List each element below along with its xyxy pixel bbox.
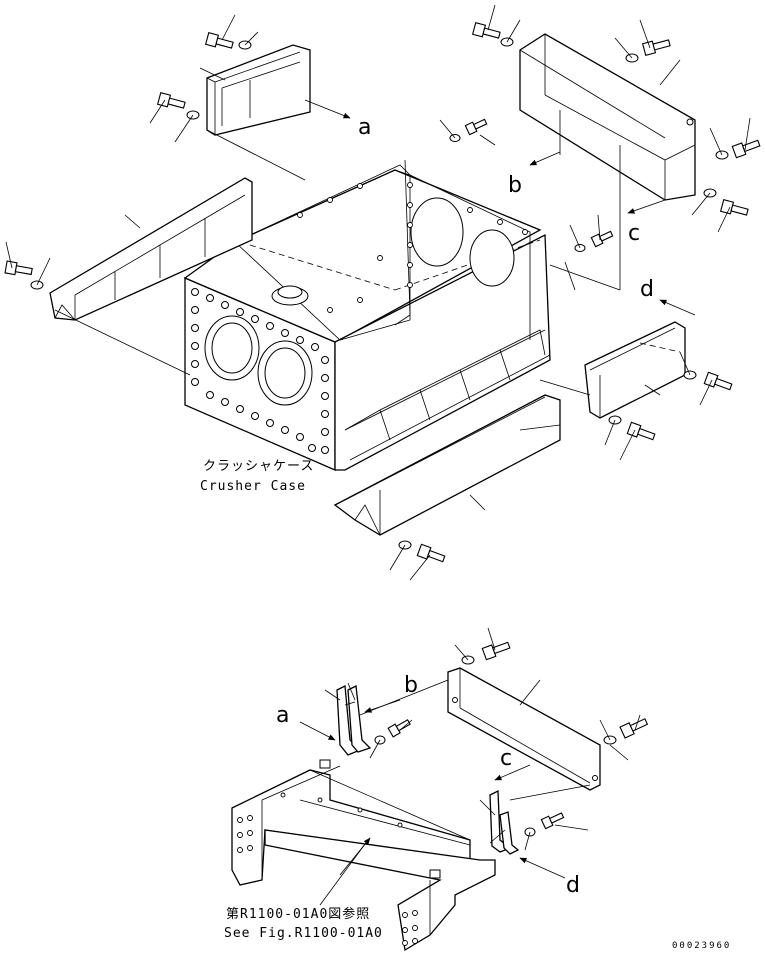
bolt-set-lower xyxy=(374,641,649,837)
callout-a-lower: a xyxy=(276,703,289,728)
callout-d-lower: d xyxy=(566,873,580,898)
callout-c-lower: c xyxy=(500,746,512,771)
bracket-ab xyxy=(336,684,372,756)
callout-d-upper: d xyxy=(640,277,654,302)
arrows-upper xyxy=(304,99,696,316)
crusher-case-label-en: Crusher Case xyxy=(200,479,306,494)
see-fig-label-jp: 第R1100-01A0図参照 xyxy=(226,906,370,922)
drawing-number: 00023960 xyxy=(672,941,731,951)
callout-a-upper: a xyxy=(358,115,371,140)
frame xyxy=(231,759,496,952)
cover-a xyxy=(206,44,311,136)
callout-c-upper: c xyxy=(628,221,640,246)
bracket-cd xyxy=(489,789,520,855)
left-bracket xyxy=(49,177,253,321)
callout-b-upper: b xyxy=(508,173,522,198)
lower-cover xyxy=(333,394,561,536)
leader-lines-lower xyxy=(319,627,641,906)
arrows-lower xyxy=(299,699,566,879)
cover-bc xyxy=(519,33,696,201)
callout-b-lower: b xyxy=(404,673,418,698)
plate-d xyxy=(584,321,686,419)
crusher-case-label-jp: クラッシャケース xyxy=(203,459,314,474)
connection-lines-upper xyxy=(54,110,621,431)
connection-lines-lower xyxy=(359,679,591,801)
leader-lines-upper xyxy=(5,4,751,581)
crusher-case xyxy=(183,159,551,471)
see-fig-label-en: See Fig.R1100-01A0 xyxy=(224,926,383,941)
bolt-set-upper xyxy=(4,21,761,563)
lower-cover-plate xyxy=(447,667,601,791)
